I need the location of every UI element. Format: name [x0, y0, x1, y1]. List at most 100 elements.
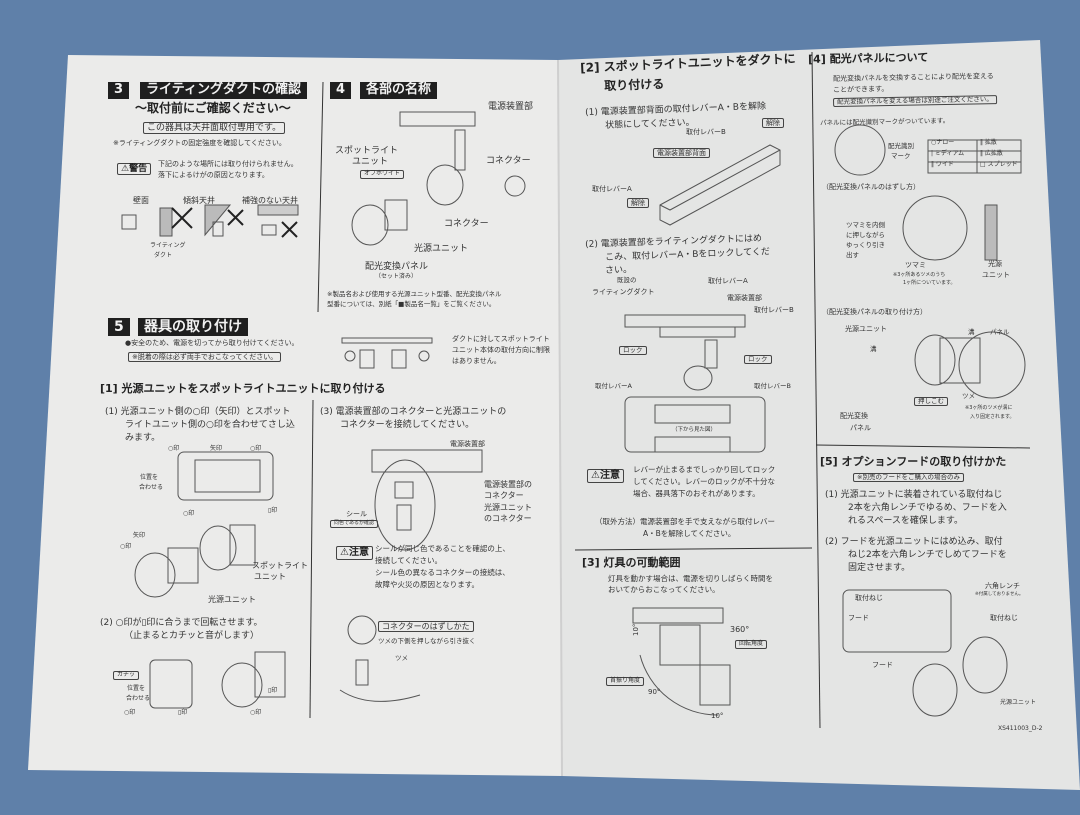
left-s5-step1-sub1-1: ライトユニット側の○印を合わせてさし込: [125, 420, 295, 430]
right-s3-text-0: 灯具を動かす場合は、電源を切りしばらく時間を: [608, 574, 773, 583]
right-s4-attach-labels-7: 入り固定されます。: [970, 414, 1015, 420]
left-s5-step1-labels2-0: カチッ: [113, 671, 140, 680]
left-s3-title: ライティングダクトの確認: [140, 82, 307, 99]
left-s5-step1-sub2-1: （止まるとカチッと音がします）: [124, 631, 260, 641]
right-s4-remove-box-1: に押しながら: [846, 231, 885, 239]
left-s5-step1-labels1-6: ▯印: [268, 507, 278, 514]
left-s5-step1-sub3-0: (3) 電源装置部のコネクターと光源ユニットの: [320, 407, 507, 417]
left-s5-duct-note-0: ダクトに対してスポットライト: [452, 335, 550, 343]
right-s2-heading-1: 取り付ける: [603, 76, 665, 93]
right-s4-attach-labels-6: ※3ヶ所のツメが溝に: [965, 405, 1013, 411]
right-s5-sub1-0: (1) 光源ユニットに装着されている取付ねじ: [825, 490, 1003, 500]
left-s3-boxed: この器具は天井面取付専用です。: [143, 122, 286, 135]
right-s5-labels-6: 光源ユニット: [1000, 699, 1037, 706]
right-s4-attach-labels-4: 押しこむ: [914, 397, 948, 407]
right-s4-attach-labels-9: パネル: [850, 424, 871, 432]
left-s4-labels-8: （セット済み）: [375, 273, 418, 280]
left-s5-bullet: ●安全のため、電源を切ってから取り付けてください。: [125, 339, 299, 347]
right-s4-remove-labels-2: 1ヶ所についています。: [903, 280, 956, 286]
left-s5-step1-sub2-0: (2) ○印が▯印に合うまで回転させます。: [100, 618, 263, 628]
left-s5-step1-labels3-4: のコネクター: [484, 514, 532, 523]
right-s4-remove-labels-1: ※3ヶ所あるツメのうち: [893, 272, 946, 278]
left-s5-step1-tsume: ツメ: [395, 654, 408, 662]
right-s4-mark-label-1: マーク: [891, 152, 911, 160]
right-s2-labels2-6: ロック: [744, 355, 772, 365]
page-fold: [557, 59, 563, 777]
right-s4-remove-labels-4: ユニット: [982, 271, 1010, 279]
right-s4-attach-title: （配光変換パネルの取り付け方）: [822, 308, 927, 316]
left-s4-note-1: 型番については、別紙「■製品名一覧」をご覧ください。: [327, 300, 496, 308]
right-s5-heading: [5] オプションフードの取り付けかた: [820, 455, 1007, 468]
left-s5-step1-labels1-0: ○印: [168, 445, 180, 452]
left-s5-step1-labels1-3: 位置を: [140, 474, 159, 481]
right-s3-text-1: おいてからおこなってください。: [608, 585, 720, 594]
left-s5-step1-labels3-1: 電源装置部の: [484, 480, 532, 489]
left-s5-step1-labels1-9: スポットライト: [252, 561, 308, 570]
right-s2-caution-text-0: レバーが止まるまでしっかり回してロック: [633, 465, 776, 474]
left-s4-note-0: ※製品名および使用する光源ユニット型番、配光変換パネル: [327, 290, 502, 298]
right-s5-sub2-2: 固定させます。: [848, 563, 911, 573]
right-s4-mark-table-1-1: ‖ 広拡散: [980, 150, 1003, 157]
left-s5-num: 5: [108, 318, 130, 337]
right-s5-labels-3: 取付ねじ: [990, 614, 1018, 622]
right-s2-labels1-4: 解除: [627, 198, 649, 209]
left-s4-labels-6: 光源ユニット: [414, 244, 469, 254]
right-s3-labels-1: 回転角度: [735, 640, 768, 649]
right-s3-heading: [3] 灯具の可動範囲: [582, 556, 681, 569]
right-s5-sub1-2: れるスペースを確保します。: [848, 516, 964, 526]
right-s2-labels1-3: 取付レバーA: [592, 185, 632, 193]
left-s5-step1-labels3-2: コネクター: [484, 491, 524, 500]
left-s5-duct-note-2: はありません。: [452, 357, 501, 365]
right-s5-labels-0: 六角レンチ: [985, 582, 1020, 590]
right-s5-labels-2: 取付ねじ: [855, 594, 883, 602]
left-s3-labels-1: 傾斜天井: [183, 196, 215, 205]
left-s4-labels-7: 配光変換パネル: [365, 262, 429, 272]
right-s2-remove-0: （取外方法）電源装置部を手で支えながら取付レバー: [595, 517, 775, 526]
right-s4-mark-table-2-0: ‖ ワイド: [931, 161, 954, 168]
left-s5-step1-remove-text: ツメの下側を押しながら引き抜く: [378, 637, 476, 645]
right-s2-caution-text-1: してください。レバーのロックが不十分な: [633, 477, 776, 486]
divider-lines: [309, 51, 1031, 729]
right-s2-labels1-2: 電源装置部背面: [653, 148, 710, 159]
left-s3-num: 3: [108, 82, 130, 99]
right-s3-labels-4: 90°: [648, 688, 661, 696]
right-s2-labels2-0: 既設の: [617, 276, 637, 284]
left-s5-step1-caution-text-0: シールが同じ色であることを確認の上、: [375, 544, 510, 553]
right-s4-remove-box-2: ゆっくり引き: [846, 241, 885, 249]
right-s2-labels2-5: ロック: [619, 346, 647, 356]
left-s5-step1-labels2-6: ○印: [250, 709, 262, 716]
left-s5-step1-heading: [1] 光源ユニットをスポットライトユニットに取り付ける: [100, 382, 386, 395]
right-s3-labels-3: 首振り角度: [606, 677, 645, 686]
left-s5-step1-sub1-2: みます。: [125, 433, 161, 443]
left-s5-step1-caution-label: ⚠注意: [336, 546, 373, 560]
right-s4-mark-label-0: 配光識別: [888, 142, 914, 150]
right-s4-mark-table-0-0: ○ナロー: [931, 139, 955, 146]
left-s5-step1-labels3-5: シール: [346, 510, 367, 518]
left-s3-labels-4: ダクト: [154, 252, 173, 259]
right-s2-labels2-2: 取付レバーA: [708, 277, 748, 285]
left-s4-labels-5: コネクター: [444, 219, 489, 229]
right-s4-text-1: ことができます。: [833, 85, 889, 94]
right-s2-labels2-3: 電源装置部: [727, 294, 762, 302]
right-s5-labels-4: フード: [848, 614, 869, 622]
left-s3-warning-text-0: 下記のような場所には取り付けられません。: [158, 160, 298, 168]
right-s5-sub2-1: ねじ2本を六角レンチでしめてフードを: [848, 550, 1007, 560]
left-s5-title: 器具の取り付け: [138, 318, 248, 337]
left-s4-labels-2: ユニット: [352, 157, 389, 167]
left-s5-step1-labels2-1: 位置を: [127, 685, 146, 692]
left-s5-step1-sub3-1: コネクターを接続してください。: [340, 420, 475, 430]
right-s3-labels-5: 10°: [711, 712, 724, 720]
right-s2-sub2-2: さい。: [605, 265, 633, 276]
left-s4-labels-0: 電源装置部: [488, 102, 534, 112]
left-s5-step1-labels3-6: 同色であるか確認: [330, 520, 378, 528]
right-s2-labels2-9: （下から見た図）: [672, 427, 717, 433]
left-s5-duct-note-1: ユニット本体の取付方向に制限: [452, 346, 550, 354]
left-s5-step1-labels1-4: 合わせる: [139, 484, 164, 491]
left-s5-step1-labels1-2: ○印: [250, 445, 262, 452]
left-s5-step1-labels3-0: 電源装置部: [450, 440, 485, 448]
left-s5-step1-caution-text-1: 接続してください。: [375, 556, 443, 565]
left-s5-step1-sub1-0: (1) 光源ユニット側の○印（矢印）とスポット: [105, 407, 291, 417]
left-s3-note: ※ライティングダクトの固定強度を確認してください。: [113, 139, 286, 147]
left-s4-num: 4: [330, 82, 352, 99]
